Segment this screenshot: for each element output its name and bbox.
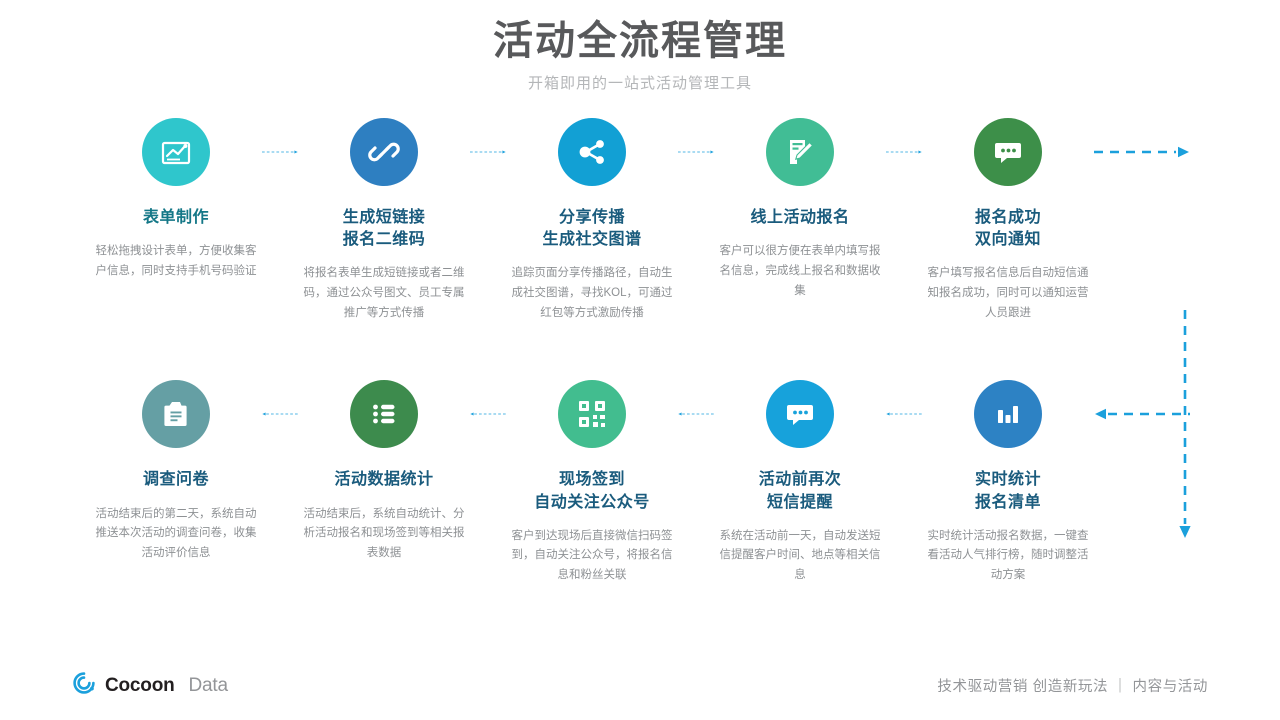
flow-row-top: 表单制作 轻松拖拽设计表单，方便收集客户信息，同时支持手机号码验证 生成: [0, 118, 1280, 323]
flow-step-survey[interactable]: 调查问卷 活动结束后的第二天，系统自动推送本次活动的调查问卷，收集活动评价信息: [90, 380, 262, 563]
brand-name: Cocoon: [105, 674, 175, 696]
flow-step-short-link-qr[interactable]: 生成短链接 报名二维码 将报名表单生成短链接或者二维码，通过公众号图文、员工专属…: [298, 118, 470, 323]
flow-step-title: 生成短链接 报名二维码: [342, 209, 426, 249]
flow-step-activity-statistics[interactable]: 活动数据统计 活动结束后，系统自动统计、分析活动报名和现场签到等相关报表数据: [298, 380, 470, 563]
flow-step-title: 线上活动报名: [750, 209, 850, 226]
form-edit-icon: [766, 118, 834, 186]
chat-bubble-icon: [766, 380, 834, 449]
flow-step-description: 实时统计活动报名数据，一键查看活动人气排行榜，随时调整活动方案: [927, 529, 1089, 582]
flow-step-description: 客户可以很方便在表单内填写报名信息，完成线上报名和数据收集: [719, 245, 881, 297]
bar-chart-icon: [974, 380, 1042, 449]
flow-step-share-spread[interactable]: 分享传播 生成社交图谱 追踪页面分享传播路径，自动生成社交图谱，寻找KOL，可通…: [506, 118, 678, 323]
brand-logo[interactable]: Cocoon Data: [72, 671, 228, 700]
brand-subname: Data: [188, 674, 229, 696]
flow-step-title: 活动数据统计: [334, 471, 434, 489]
flow-step-title: 实时统计 报名清单: [974, 471, 1041, 511]
process-flow-diagram: 表单制作 轻松拖拽设计表单，方便收集客户信息，同时支持手机号码验证 生成: [0, 118, 1280, 586]
arrow-left-icon: [470, 380, 506, 448]
flow-step-title: 表单制作: [142, 209, 209, 226]
arrow-down-connector-icon: [1179, 310, 1191, 538]
arrow-left-icon: [262, 380, 298, 448]
clipboard-icon: [142, 380, 210, 449]
flow-step-description: 将报名表单生成短链接或者二维码，通过公众号图文、员工专属推广等方式传播: [303, 267, 465, 319]
footer-tagline: 技术驱动营销 创造新玩法 ｜ 内容与活动: [937, 679, 1208, 695]
arrow-right-icon: [678, 118, 714, 186]
flow-step-title: 活动前再次 短信提醒: [758, 471, 842, 511]
flow-step-online-signup[interactable]: 线上活动报名 客户可以很方便在表单内填写报名信息，完成线上报名和数据收集: [714, 118, 886, 301]
cocoon-spiral-icon: [72, 671, 96, 700]
flow-step-description: 活动结束后，系统自动统计、分析活动报名和现场签到等相关报表数据: [303, 507, 465, 560]
arrow-right-exit-icon: [1094, 118, 1190, 186]
arrow-left-icon: [886, 380, 922, 448]
flow-step-description: 轻松拖拽设计表单，方便收集客户信息，同时支持手机号码验证: [95, 245, 257, 277]
list-icon: [350, 380, 418, 449]
page-title: 活动全流程管理: [493, 19, 787, 63]
flow-step-sms-reminder[interactable]: 活动前再次 短信提醒 系统在活动前一天，自动发送短信提醒客户时间、地点等相关信息: [714, 380, 886, 585]
image-chart-icon: [142, 118, 210, 186]
flow-step-onsite-checkin[interactable]: 现场签到 自动关注公众号 客户到达现场后直接微信扫码签到，自动关注公众号，将报名…: [506, 380, 678, 585]
flow-step-description: 客户到达现场后直接微信扫码签到，自动关注公众号，将报名信息和粉丝关联: [511, 529, 673, 582]
flow-step-description: 追踪页面分享传播路径，自动生成社交图谱，寻找KOL，可通过红包等方式激励传播: [511, 267, 673, 319]
flow-step-realtime-statistics[interactable]: 实时统计 报名清单 实时统计活动报名数据，一键查看活动人气排行榜，随时调整活动方…: [922, 380, 1094, 585]
arrow-right-icon: [886, 118, 922, 186]
flow-step-title: 现场签到 自动关注公众号: [534, 471, 650, 511]
share-network-icon: [558, 118, 626, 186]
page-header: 活动全流程管理 开箱即用的一站式活动管理工具: [0, 0, 1280, 93]
flow-step-description: 活动结束后的第二天，系统自动推送本次活动的调查问卷，收集活动评价信息: [95, 507, 257, 560]
arrow-right-icon: [262, 118, 298, 186]
flow-step-description: 客户填写报名信息后自动短信通知报名成功，同时可以通知运营人员跟进: [927, 267, 1089, 319]
link-chain-icon: [350, 118, 418, 186]
flow-step-description: 系统在活动前一天，自动发送短信提醒客户时间、地点等相关信息: [719, 529, 881, 582]
flow-step-title: 分享传播 生成社交图谱: [542, 209, 642, 249]
arrow-right-icon: [470, 118, 506, 186]
page-subtitle: 开箱即用的一站式活动管理工具: [527, 75, 752, 92]
arrow-left-entry-icon: [1094, 380, 1190, 448]
arrow-left-icon: [678, 380, 714, 448]
flow-step-signup-success-notice[interactable]: 报名成功 双向通知 客户填写报名信息后自动短信通知报名成功，同时可以通知运营人员…: [922, 118, 1094, 323]
qr-code-icon: [558, 380, 626, 449]
flow-row-bottom: 调查问卷 活动结束后的第二天，系统自动推送本次活动的调查问卷，收集活动评价信息: [0, 380, 1280, 585]
flow-step-form-builder[interactable]: 表单制作 轻松拖拽设计表单，方便收集客户信息，同时支持手机号码验证: [90, 118, 262, 282]
flow-step-title: 调查问卷: [142, 471, 209, 489]
chat-bubble-icon: [974, 118, 1042, 186]
page-footer: Cocoon Data 技术驱动营销 创造新玩法 ｜ 内容与活动: [0, 671, 1280, 700]
flow-step-title: 报名成功 双向通知: [974, 209, 1041, 249]
